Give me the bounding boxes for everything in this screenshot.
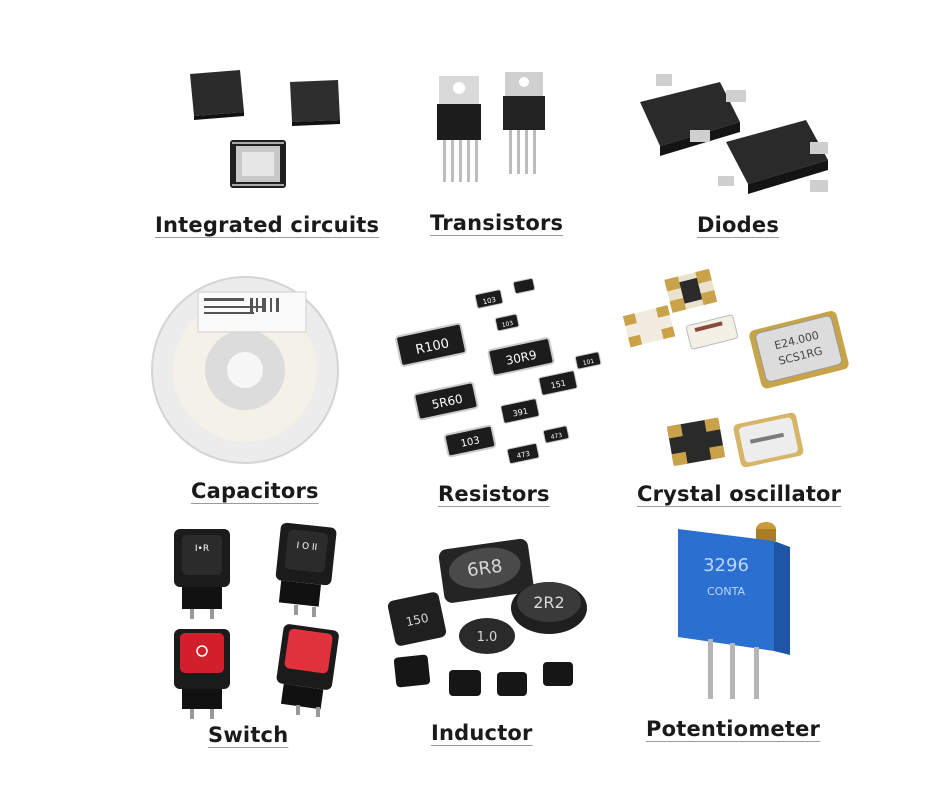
potentiometer-code: 3296: [703, 555, 749, 576]
resistor-icon: R100 30R9 5R60 103 103 103 151: [390, 270, 610, 475]
label-capacitors: Capacitors: [191, 479, 319, 503]
resistor-code: 473: [516, 450, 531, 461]
resistor-code: 473: [550, 432, 563, 441]
label-crystal-oscillator: Crystal oscillator: [637, 482, 842, 506]
inductor-code: 6R8: [466, 556, 504, 582]
potentiometer-icon: 3296 CONTA: [670, 515, 800, 710]
resistor-code: 30R9: [504, 348, 537, 368]
inductor-code: 2R2: [533, 593, 564, 612]
inductor-icon: 6R8 2R2 150 1.0: [385, 530, 605, 720]
label-diodes: Diodes: [697, 213, 780, 237]
potentiometer-code: CONTA: [707, 585, 745, 598]
label-resistors: Resistors: [438, 482, 550, 506]
diode-icon: [630, 72, 850, 202]
switch-marking: I•R: [195, 544, 209, 554]
inductor-code: 150: [405, 611, 430, 629]
capacitor-reel-icon: [150, 262, 340, 482]
inductor-code: 1.0: [477, 630, 498, 645]
transistor-icon: [425, 70, 555, 190]
resistor-code: 101: [582, 358, 595, 367]
label-switch: Switch: [208, 723, 289, 747]
resistor-code: 103: [460, 435, 481, 450]
resistor-code: 391: [512, 406, 529, 418]
label-inductor: Inductor: [431, 721, 533, 745]
integrated-circuit-icon: [170, 60, 370, 200]
resistor-code: R100: [414, 336, 450, 358]
label-integrated-circuits: Integrated circuits: [155, 213, 380, 237]
rocker-switch-icon: I•R I O II: [160, 515, 360, 725]
switch-marking: I O II: [296, 541, 318, 553]
label-transistors: Transistors: [430, 211, 564, 235]
resistor-code: 151: [550, 378, 567, 390]
resistor-code: 103: [482, 296, 497, 307]
resistor-code: 5R60: [430, 392, 463, 412]
crystal-oscillator-icon: E24.000 SCS1RG: [620, 262, 850, 482]
resistor-code: 103: [501, 320, 514, 329]
label-potentiometer: Potentiometer: [646, 717, 821, 741]
